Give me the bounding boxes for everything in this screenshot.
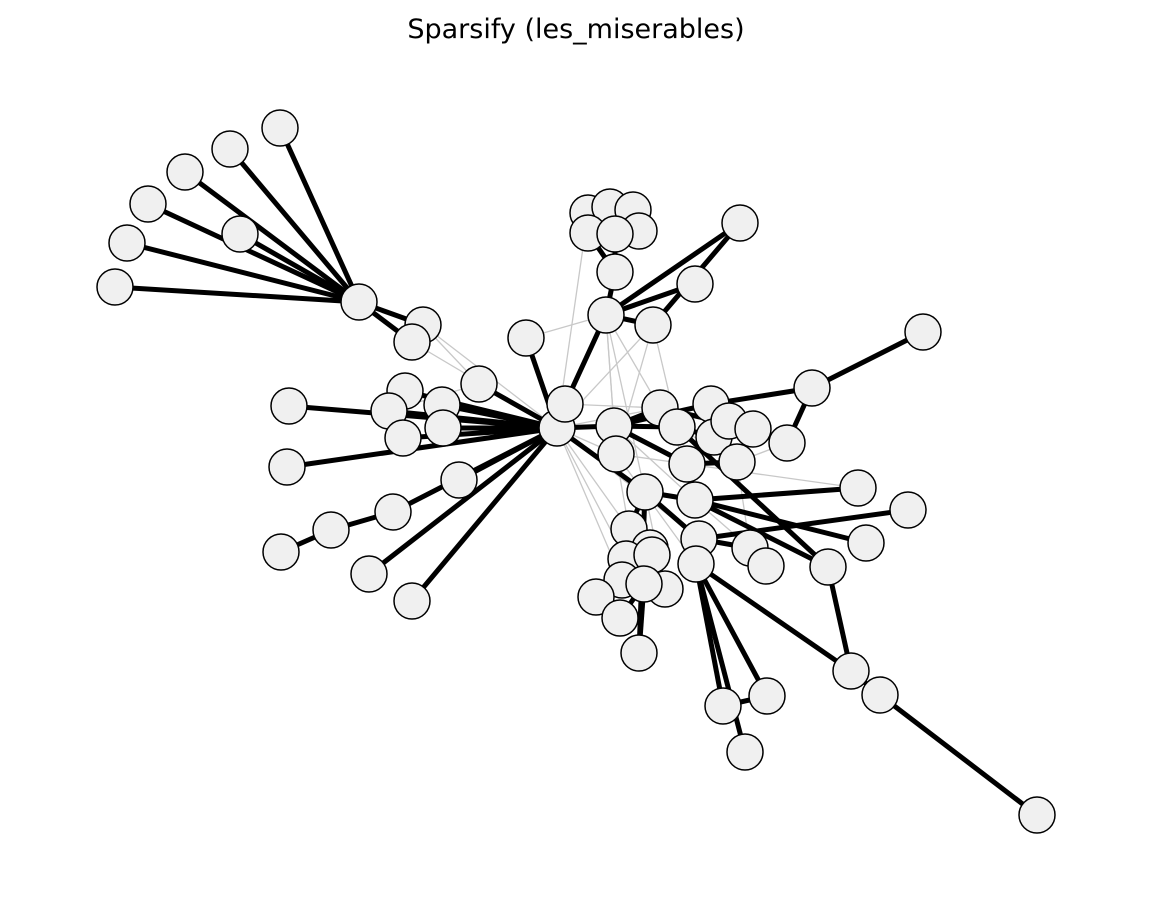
graph-node: [350, 555, 388, 593]
kept-edge: [277, 126, 362, 304]
graph-node: [546, 385, 584, 423]
graph-node: [832, 652, 870, 690]
graph-node: [96, 268, 134, 306]
graph-node: [861, 676, 899, 714]
graph-node: [597, 435, 635, 473]
graph-node: [507, 319, 545, 357]
graph-node: [839, 469, 877, 507]
graph-node: [587, 296, 625, 334]
kept-edge: [238, 231, 361, 305]
graph-node: [270, 387, 308, 425]
graph-node: [726, 733, 764, 771]
graph-node: [793, 369, 831, 407]
kept-edge: [391, 425, 559, 515]
kept-edge: [604, 220, 742, 318]
graph-node: [268, 448, 306, 486]
graph-node: [721, 204, 759, 242]
chart-title: Sparsify (les_miserables): [407, 14, 745, 45]
kept-edge: [693, 563, 748, 753]
graph-node: [1018, 796, 1056, 834]
kept-edge: [286, 425, 558, 470]
graph-node: [312, 511, 350, 549]
kept-edge: [693, 562, 770, 698]
graph-node: [625, 565, 663, 603]
graph-node: [747, 547, 785, 585]
graph-node: [460, 365, 498, 403]
graph-node: [166, 153, 204, 191]
graph-node: [734, 410, 772, 448]
graph-node: [620, 634, 658, 672]
graph-node: [340, 283, 378, 321]
graph-node: [393, 323, 431, 361]
graph-node: [847, 524, 885, 562]
kept-edge: [367, 426, 559, 576]
kept-edge: [114, 284, 360, 305]
kept-edge: [810, 329, 925, 391]
kept-edge: [183, 169, 361, 305]
graph-node: [577, 578, 615, 616]
kept-edge: [410, 426, 559, 603]
graph-node: [668, 445, 706, 483]
kept-edge: [228, 147, 361, 304]
graph-node: [626, 473, 664, 511]
removed-edge: [556, 427, 630, 530]
graph-node: [108, 224, 146, 262]
graph-node: [129, 185, 167, 223]
graph-node: [374, 493, 412, 531]
graph-node: [809, 548, 847, 586]
graph-node: [718, 443, 756, 481]
removed-edge: [686, 463, 859, 489]
nodes: [96, 109, 1056, 834]
kept-edge: [146, 201, 361, 305]
kept-edge: [878, 693, 1039, 817]
graph-node: [261, 109, 299, 147]
graph-node: [704, 687, 742, 725]
graph-node: [424, 409, 462, 447]
graph-node: [904, 313, 942, 351]
graph-node: [262, 533, 300, 571]
graph-node: [596, 253, 634, 291]
kept-edge: [694, 561, 853, 674]
graph-node: [768, 424, 806, 462]
graph-node: [221, 215, 259, 253]
kept-edge: [288, 403, 558, 431]
graph-node: [676, 481, 714, 519]
graph-node: [634, 306, 672, 344]
graph-node: [677, 545, 715, 583]
kept-edge: [694, 485, 859, 503]
graph-node: [676, 265, 714, 303]
graph-node: [889, 491, 927, 529]
graph-node: [393, 582, 431, 620]
graph-node: [658, 408, 696, 446]
graph-node: [211, 130, 249, 168]
graph-node: [384, 419, 422, 457]
removed-edge: [605, 314, 646, 493]
graph-node: [440, 461, 478, 499]
kept-edge: [698, 507, 909, 542]
graph-node: [748, 677, 786, 715]
graph-node: [596, 215, 634, 253]
graph-node: [601, 599, 639, 637]
kept-edge: [126, 240, 360, 305]
